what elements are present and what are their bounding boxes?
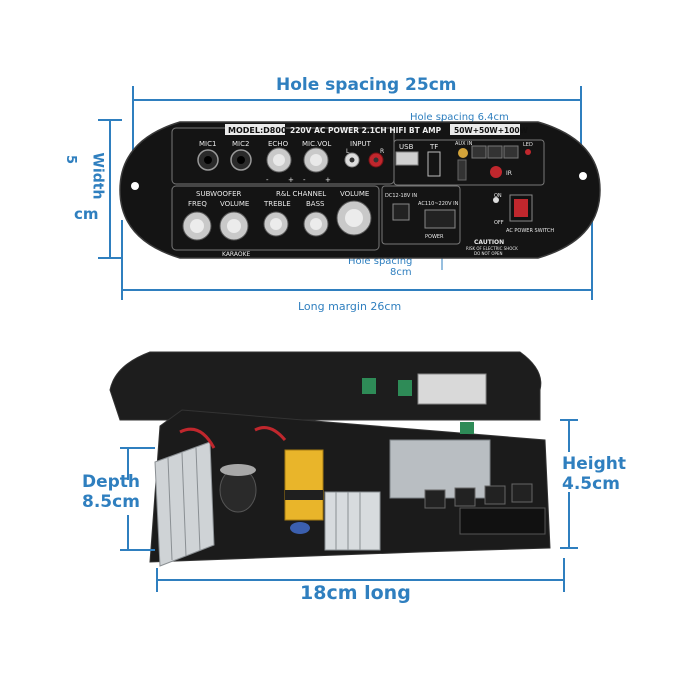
ac-switch-label: AC POWER SWITCH: [506, 228, 554, 234]
caution-sub2-label: DO NOT OPEN: [474, 251, 502, 256]
aux-label: AUX IN: [455, 141, 473, 147]
panel-watts-text: 50W+50W+100W: [454, 126, 529, 135]
amplifier-front-panel: [119, 121, 601, 259]
hole-spacing-8-label-line1: Hole spacing: [348, 256, 413, 267]
center-heatsink: [324, 491, 381, 551]
mounting-hole-left: [131, 182, 139, 190]
mic-vol-label: MIC.VOL: [302, 140, 331, 148]
usb-label: USB: [399, 143, 414, 151]
panel-power-text: 220V AC POWER 2.1CH HIFI BT AMP: [290, 126, 442, 135]
long-margin-label: Long margin 26cm: [298, 300, 402, 313]
width-unit-label: cm: [74, 205, 99, 223]
panel-model-text: MODEL:D800: [228, 126, 287, 135]
mounting-hole-right: [579, 172, 587, 180]
sub-volume-label: VOLUME: [220, 200, 249, 208]
height-label-line2: 4.5cm: [562, 474, 620, 494]
input-r-label: R: [380, 148, 384, 155]
speaker-terminals: [459, 507, 546, 535]
depth-label-line2: 8.5cm: [82, 492, 140, 512]
switch-off-label: OFF: [494, 220, 504, 226]
echo-label: ECHO: [268, 140, 289, 148]
length-label: 18cm long: [300, 582, 411, 604]
subwoofer-label: SUBWOOFER: [196, 190, 242, 198]
mic-vol-minus: -: [303, 176, 306, 184]
blue-capacitor: [290, 522, 310, 534]
input-l-label: L: [346, 148, 350, 155]
mic2-label: MIC2: [232, 140, 249, 148]
rl-channel-label: R&L CHANNEL: [276, 190, 326, 198]
dc-in-label: DC12-18V IN: [385, 193, 417, 199]
caution-sub1-label: RISK OF ELECTRIC SHOCK: [466, 246, 518, 251]
transformer: [284, 449, 324, 521]
bottom-dimension-lines: [120, 419, 578, 592]
amplifier-board-photo: [109, 351, 551, 567]
power-label: POWER: [425, 234, 444, 240]
hole-spacing-6-4-label: Hole spacing 6.4cm: [410, 112, 509, 123]
depth-label-line1: Depth: [82, 472, 141, 492]
bass-label: BASS: [306, 200, 325, 208]
panel-labels: MODEL:D800 220V AC POWER 2.1CH HIFI BT A…: [188, 126, 554, 258]
treble-label: TREBLE: [263, 200, 291, 208]
karaoke-label: KARAOKE: [222, 251, 251, 258]
caution-label: CAUTION: [474, 239, 504, 246]
echo-plus: +: [288, 176, 294, 184]
height-label-line1: Height: [562, 454, 626, 474]
hole-spacing-8-label-line2: 8cm: [390, 267, 412, 278]
tf-label: TF: [429, 143, 438, 151]
mic1-label: MIC1: [199, 140, 216, 148]
ir-label: IR: [506, 170, 512, 177]
input-label: INPUT: [350, 140, 372, 148]
main-volume-label: VOLUME: [340, 190, 369, 198]
hole-spacing-25-label: Hole spacing 25cm: [276, 75, 457, 95]
led-label: LED: [523, 142, 533, 148]
ac-in-label: AC110~220V IN: [418, 201, 459, 207]
mic-vol-plus: +: [325, 176, 331, 184]
freq-label: FREQ: [188, 200, 207, 208]
switch-on-label: ON: [494, 193, 502, 199]
echo-minus: -: [266, 176, 269, 184]
